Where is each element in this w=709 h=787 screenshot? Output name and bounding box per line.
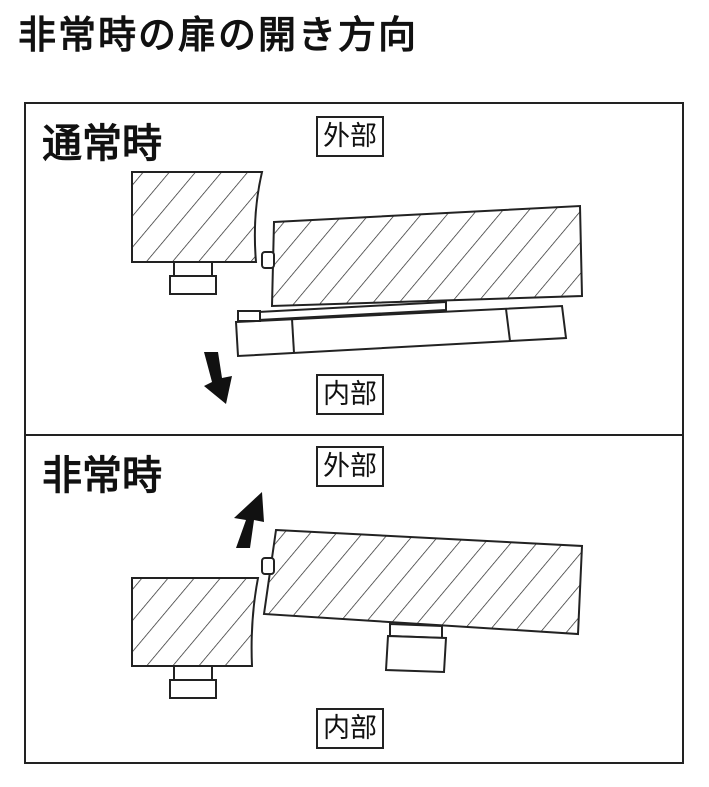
wall-roller-emergency [169,665,217,699]
wall-section-normal [131,171,264,263]
door-handle-emergency [384,622,448,674]
door-leaf-emergency [262,528,584,636]
wall-section-emergency [131,577,260,667]
hinge-emergency [261,557,275,575]
door-leaf-normal [270,204,584,308]
arrow-down-icon [204,352,232,404]
door-panel-normal [234,304,568,358]
emergency-inside-label: 内部 [316,708,384,750]
normal-outside-label: 外部 [316,116,384,158]
emergency-label: 非常時 [42,453,162,499]
normal-panel-drawing [131,171,584,404]
page-title: 非常時の扉の開き方向 [18,13,419,57]
normal-inside-label: 内部 [316,374,384,416]
wall-roller-normal [169,261,217,295]
emergency-outside-label: 外部 [316,446,384,488]
hinge-normal [261,251,275,269]
panel-divider [24,434,684,436]
diagram-frame [24,102,684,764]
normal-label: 通常時 [42,121,162,167]
arrow-up-icon [234,492,264,548]
emergency-panel-drawing [131,492,584,699]
